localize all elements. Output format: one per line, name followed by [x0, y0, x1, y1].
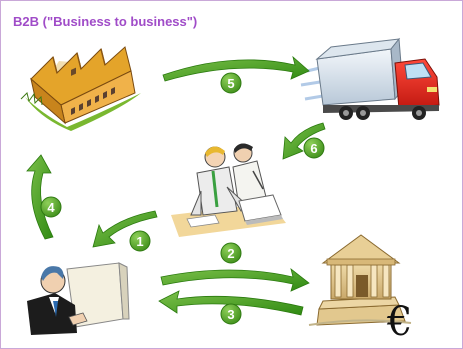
step-label-6: 6: [310, 141, 317, 156]
step-badge-1: 1: [129, 230, 151, 252]
step-badge-2: 2: [220, 242, 242, 264]
business-meeting-icon: [171, 143, 286, 237]
step-label-2: 2: [227, 246, 234, 261]
delivery-truck-icon: [300, 37, 440, 120]
arrow-4: [26, 154, 54, 240]
step-label-4: 4: [47, 200, 55, 215]
bank-icon: [308, 234, 412, 326]
arrow-2: [160, 267, 310, 292]
euro-icon: €: [386, 299, 412, 345]
step-badge-3: 3: [220, 303, 242, 325]
arrow-6: [282, 122, 326, 160]
factory-icon: [20, 46, 141, 131]
step-badge-6: 6: [303, 137, 325, 159]
step-label-5: 5: [227, 76, 234, 91]
arrow-1: [92, 210, 158, 248]
step-label-3: 3: [227, 307, 234, 322]
buyer-computer-icon: [27, 262, 130, 335]
euro-symbol: €: [386, 299, 412, 345]
step-label-1: 1: [136, 234, 143, 249]
step-badge-4: 4: [40, 196, 62, 218]
diagram-title: B2B ("Business to business"): [13, 14, 198, 29]
step-badge-5: 5: [220, 72, 242, 94]
arrow-5: [162, 55, 310, 82]
arrow-3: [158, 290, 304, 316]
